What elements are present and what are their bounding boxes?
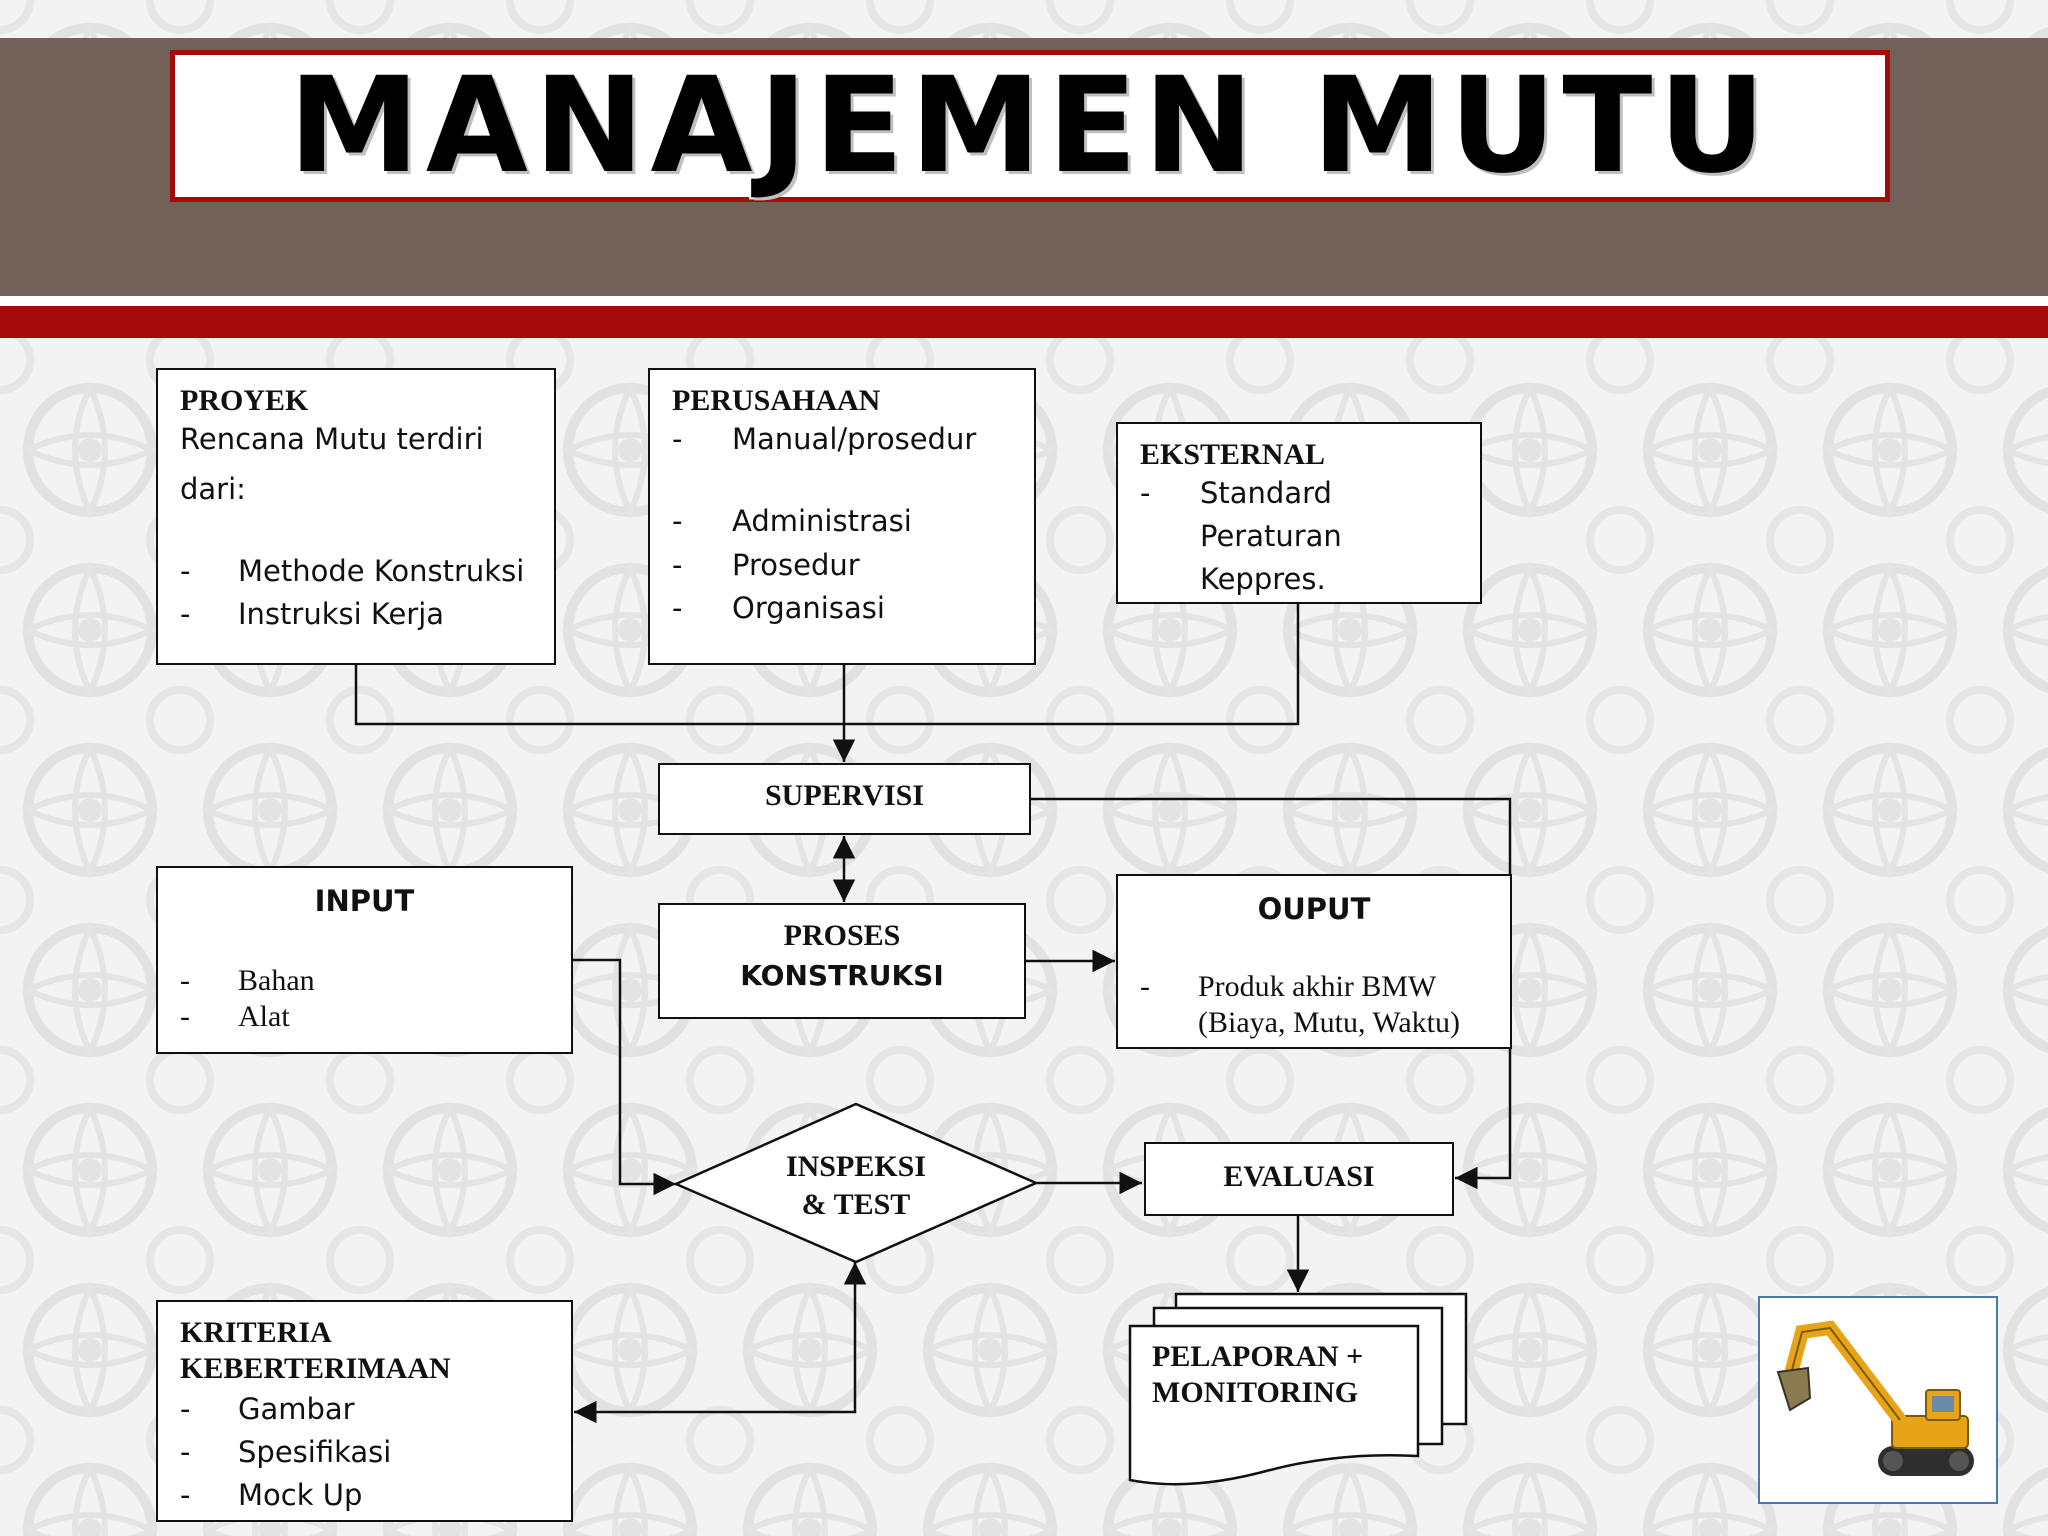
page-title: MANAJEMEN MUTU — [288, 49, 1772, 203]
inspeksi-line-1: INSPEKSI — [785, 1150, 927, 1183]
pelaporan-line-1: PELAPORAN + — [1152, 1340, 1364, 1373]
proyek-line-1: Rencana Mutu terdiri — [180, 422, 484, 456]
input-bullet-dash: - — [180, 964, 190, 997]
kriteria-bullet-dash: - — [180, 1392, 191, 1426]
proyek-bullet-2: Instruksi Kerja — [238, 597, 445, 631]
eksternal-box: EKSTERNAL - Standard Peraturan Keppres. — [1116, 422, 1482, 604]
input-box: INPUT - Bahan - Alat — [156, 866, 573, 1054]
arrow-input-to-inspeksi — [572, 958, 676, 1196]
eksternal-item-3: Keppres. — [1200, 562, 1326, 596]
eksternal-heading: EKSTERNAL — [1140, 438, 1326, 471]
excavator-icon — [1776, 1320, 1974, 1476]
perusahaan-bullet-dash: - — [672, 591, 683, 625]
output-heading: OUPUT — [1257, 892, 1371, 926]
proses-box: PROSES KONSTRUKSI — [658, 903, 1026, 1019]
pelaporan-document-stack — [1128, 1292, 1468, 1486]
perusahaan-box: PERUSAHAAN - Manual/prosedur - Administr… — [648, 368, 1036, 665]
output-line-2: (Biaya, Mutu, Waktu) — [1198, 1006, 1460, 1039]
kriteria-bullet-dash: - — [180, 1435, 191, 1469]
title-box: MANAJEMEN MUTU — [170, 50, 1890, 202]
eksternal-item-1: Standard — [1200, 476, 1332, 510]
perusahaan-bullet-dash: - — [672, 548, 683, 582]
pelaporan-line-2: MONITORING — [1152, 1376, 1359, 1409]
inspeksi-diamond — [672, 1102, 1040, 1264]
kriteria-bullet-dash: - — [180, 1478, 191, 1512]
output-bullet-dash: - — [1140, 970, 1150, 1003]
proyek-bullet-1: Methode Konstruksi — [238, 554, 525, 588]
supervisi-label: SUPERVISI — [765, 779, 924, 812]
proses-line-1: PROSES — [783, 919, 901, 952]
perusahaan-bullet-2: Administrasi — [732, 504, 912, 538]
kriteria-line-1: KRITERIA — [180, 1316, 332, 1349]
kriteria-bullet-1: Gambar — [238, 1392, 355, 1426]
kriteria-bullet-3: Mock Up — [238, 1478, 363, 1512]
excavator-image-frame — [1758, 1296, 1998, 1504]
input-heading: INPUT — [314, 884, 415, 918]
input-bullet-1: Bahan — [238, 964, 315, 997]
eksternal-item-2: Peraturan — [1200, 519, 1342, 553]
input-bullet-2: Alat — [238, 1000, 290, 1033]
perusahaan-bullet-dash: - — [672, 422, 683, 456]
evaluasi-label: EVALUASI — [1223, 1160, 1375, 1193]
proyek-line-2: dari: — [180, 472, 246, 506]
perusahaan-bullet-1: Manual/prosedur — [732, 422, 977, 456]
arrow-kriteria-inspeksi — [574, 1262, 867, 1424]
perusahaan-bullet-4: Organisasi — [732, 591, 885, 625]
perusahaan-bullet-dash: - — [672, 504, 683, 538]
proyek-bullet-dash: - — [180, 597, 191, 631]
proyek-box: PROYEK Rencana Mutu terdiri dari: - Meth… — [156, 368, 556, 665]
output-line-1: Produk akhir BMW — [1198, 970, 1437, 1003]
proyek-bullet-dash: - — [180, 554, 191, 588]
input-bullet-dash: - — [180, 1000, 190, 1033]
kriteria-line-2: KEBERTERIMAAN — [180, 1352, 451, 1385]
proyek-heading: PROYEK — [180, 384, 309, 417]
header-red-stripe — [0, 306, 2048, 338]
output-box: OUPUT - Produk akhir BMW (Biaya, Mutu, W… — [1116, 874, 1512, 1049]
perusahaan-heading: PERUSAHAAN — [672, 384, 881, 417]
inspeksi-line-2: & TEST — [801, 1188, 911, 1221]
supervisi-box: SUPERVISI — [658, 763, 1031, 835]
proses-line-2: KONSTRUKSI — [740, 959, 944, 992]
header-divider — [0, 296, 2048, 306]
connector-proyek-merge — [354, 603, 1300, 726]
perusahaan-bullet-3: Prosedur — [732, 548, 860, 582]
kriteria-bullet-2: Spesifikasi — [238, 1435, 392, 1469]
kriteria-box: KRITERIA KEBERTERIMAAN - Gambar - Spesif… — [156, 1300, 573, 1522]
evaluasi-box: EVALUASI — [1144, 1142, 1454, 1216]
eksternal-bullet-dash: - — [1140, 476, 1151, 510]
